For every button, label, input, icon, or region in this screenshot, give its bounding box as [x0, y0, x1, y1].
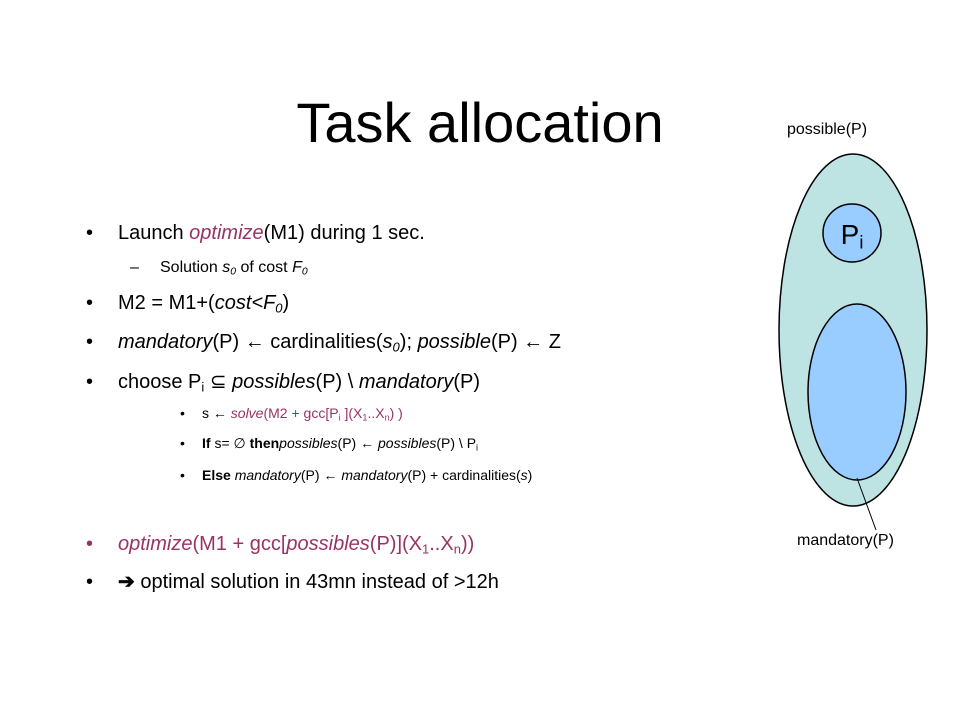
bullet-marker: •	[86, 371, 94, 393]
mandatory-label: mandatory(P)	[797, 532, 894, 549]
bullet-marker: •	[86, 533, 94, 555]
bullet-text: mandatory(P) ← cardinalities(s0); possib…	[118, 331, 561, 355]
pi-circle	[822, 203, 882, 263]
subsub-text: Else mandatory(P) ← mandatory(P) + cardi…	[202, 467, 533, 483]
bullet-marker: •	[86, 222, 94, 244]
bullet-marker: •	[86, 331, 94, 353]
subsub-text: s ← solve(M2 + gcc[Pi ](X1..Xn) )	[202, 405, 403, 423]
bullet-marker: •	[180, 405, 185, 421]
bullet-text: Launch optimize(M1) during 1 sec.	[118, 222, 425, 244]
bullet-text: optimize(M1 + gcc[possibles(P)](X1..Xn))	[118, 533, 475, 557]
bullet-marker: •	[180, 435, 185, 451]
pi-label: Pi	[840, 219, 864, 253]
bullet-marker: •	[180, 467, 185, 483]
possible-label: possible(P)	[787, 121, 868, 138]
slide-title: Task allocation	[296, 91, 664, 154]
bullet-marker: •	[86, 571, 94, 593]
mandatory-set-ellipse	[807, 303, 907, 481]
bullet-text: choose Pi ⊆ possibles(P) \ mandatory(P)	[118, 371, 481, 395]
bullet-text: ➔ optimal solution in 43mn instead of >1…	[118, 571, 499, 593]
subbullet-text: Solution s0 of cost F0	[160, 259, 308, 278]
bullet-marker: •	[86, 292, 94, 314]
subsub-text: If s= ∅ thenpossibles(P) ← possibles(P) …	[202, 435, 479, 453]
dash-marker: –	[130, 259, 139, 276]
arrow-right-icon: ➔	[118, 571, 135, 593]
bullet-text: M2 = M1+(cost<F0)	[118, 292, 290, 316]
mandatory-callout-line	[856, 477, 877, 531]
